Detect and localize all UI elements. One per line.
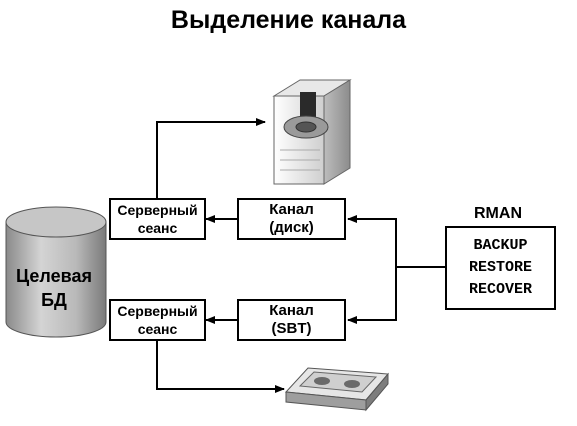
- rman-trunk: [347, 215, 445, 268]
- rman-command-restore: RESTORE: [468, 259, 532, 276]
- session-label-line2: сеанс: [137, 321, 178, 337]
- channel-label-line1: Канал: [269, 302, 314, 319]
- rman-title: RMAN: [474, 205, 522, 222]
- channel-disk-box: Канал (диск): [237, 198, 346, 240]
- server-session-sbt-box: Серверный сеанс: [109, 299, 206, 341]
- session-to-disk-arrow: [156, 118, 266, 198]
- target-database-cylinder: [5, 206, 107, 338]
- rman-commands-box: BACKUP RESTORE RECOVER: [445, 226, 556, 310]
- channel-label-line1: Канал: [269, 201, 314, 218]
- channel-label-line2: (диск): [269, 219, 314, 236]
- session-label-line1: Серверный: [117, 303, 198, 319]
- disk-server-icon: [272, 79, 352, 185]
- channel-label-line2: (SBT): [271, 320, 312, 337]
- session-label-line1: Серверный: [117, 202, 198, 218]
- target-database-label: Целевая БД: [4, 264, 104, 312]
- diagram-title: Выделение канала: [170, 6, 407, 34]
- rman-command-backup: BACKUP: [473, 237, 528, 254]
- database-label-line1: Целевая: [16, 266, 92, 286]
- rman-command-recover: RECOVER: [468, 281, 532, 298]
- connector-lines: [156, 118, 445, 393]
- session-to-tape-arrow: [156, 341, 285, 393]
- session-label-line2: сеанс: [137, 220, 178, 236]
- database-label-line2: БД: [41, 290, 67, 310]
- rman-branch-sbt: [347, 267, 397, 324]
- channel-sbt-box: Канал (SBT): [237, 299, 346, 341]
- tape-cartridge-icon: [284, 367, 390, 412]
- server-session-disk-box: Серверный сеанс: [109, 198, 206, 240]
